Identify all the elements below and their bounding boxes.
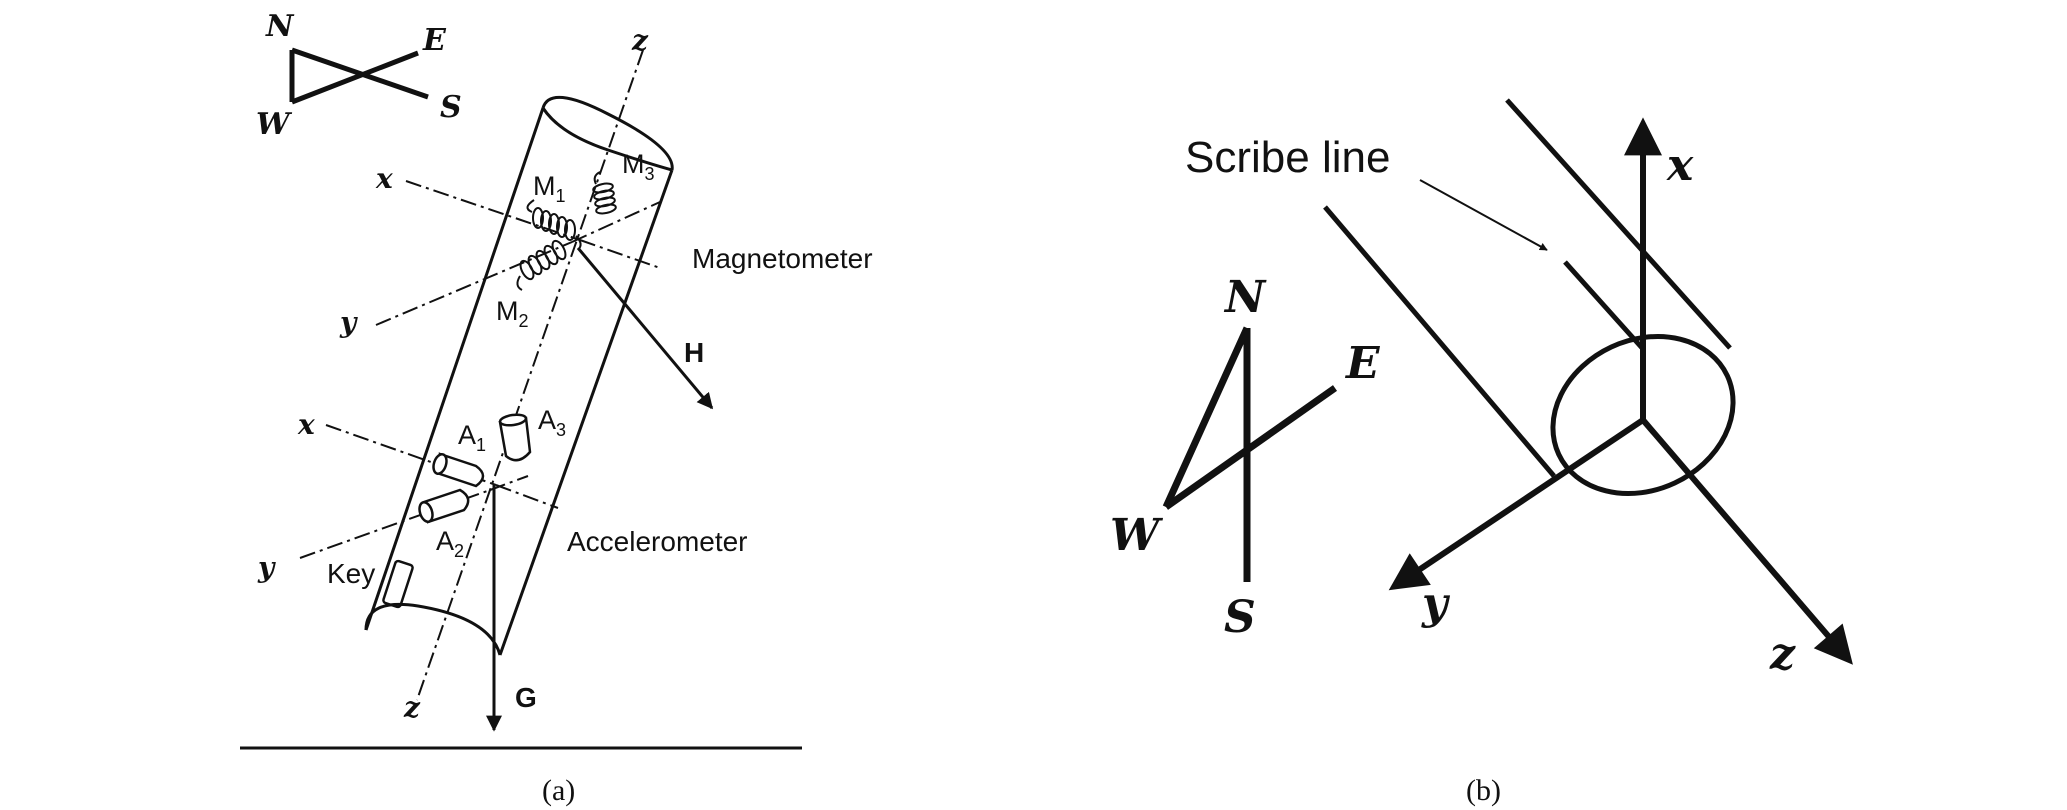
compass-b (1162, 326, 1338, 582)
caption-b: (b) (1466, 774, 1501, 807)
panel-a: N E W S z z x y (240, 9, 873, 807)
label-m2: M2 (496, 296, 529, 331)
coil-m3 (592, 171, 617, 215)
key-slot (382, 559, 414, 609)
sensor-a3 (498, 413, 532, 462)
z-axis-b-label: z (1769, 629, 1796, 680)
magnetometer-label: Magnetometer (692, 243, 873, 274)
label-a1: A1 (458, 420, 486, 455)
compass-a (289, 47, 429, 105)
sensor-a1 (432, 452, 485, 488)
z-axis-a (416, 49, 644, 701)
coil-m2 (516, 239, 567, 291)
g-label: G (515, 682, 537, 713)
tool-body (364, 95, 674, 656)
label-a3: A3 (538, 405, 566, 440)
compass-a-e: E (422, 23, 447, 58)
label-m1: M1 (533, 171, 566, 206)
scribe-line-pointer (1419, 179, 1548, 251)
compass-a-n: N (265, 9, 295, 44)
cylinder-b (1323, 98, 1736, 497)
z-axis-b (1640, 418, 1853, 665)
z-axis-a-bottom-label: z (403, 691, 421, 724)
x-axis-b-label: x (1666, 140, 1694, 191)
h-label: H (684, 337, 704, 368)
panel-b: N E W S Scribe line x y z (b) (1110, 98, 1853, 807)
compass-a-w: W (256, 107, 293, 142)
compass-b-e: E (1344, 338, 1381, 389)
accelerometer-label: Accelerometer (567, 526, 748, 557)
z-axis-a-top-label: z (631, 24, 649, 57)
coil-m1 (526, 199, 582, 251)
acc-y-label: y (257, 551, 276, 584)
caption-a: (a) (542, 774, 575, 807)
y-axis-b (1388, 417, 1645, 591)
scribe-line-label: Scribe line (1185, 133, 1390, 182)
key-label: Key (327, 558, 375, 589)
mag-y-label: y (339, 306, 358, 339)
mag-x-label: x (375, 162, 393, 195)
label-m3: M3 (622, 149, 655, 184)
compass-b-n: N (1223, 272, 1267, 323)
h-vector (576, 247, 714, 410)
label-a2: A2 (436, 526, 464, 561)
compass-a-s: S (440, 90, 462, 125)
compass-b-s: S (1224, 592, 1256, 643)
y-axis-b-label: y (1421, 578, 1451, 629)
acc-x-label: x (297, 408, 315, 441)
compass-b-w: W (1110, 510, 1164, 561)
sensor-a2 (418, 488, 470, 524)
